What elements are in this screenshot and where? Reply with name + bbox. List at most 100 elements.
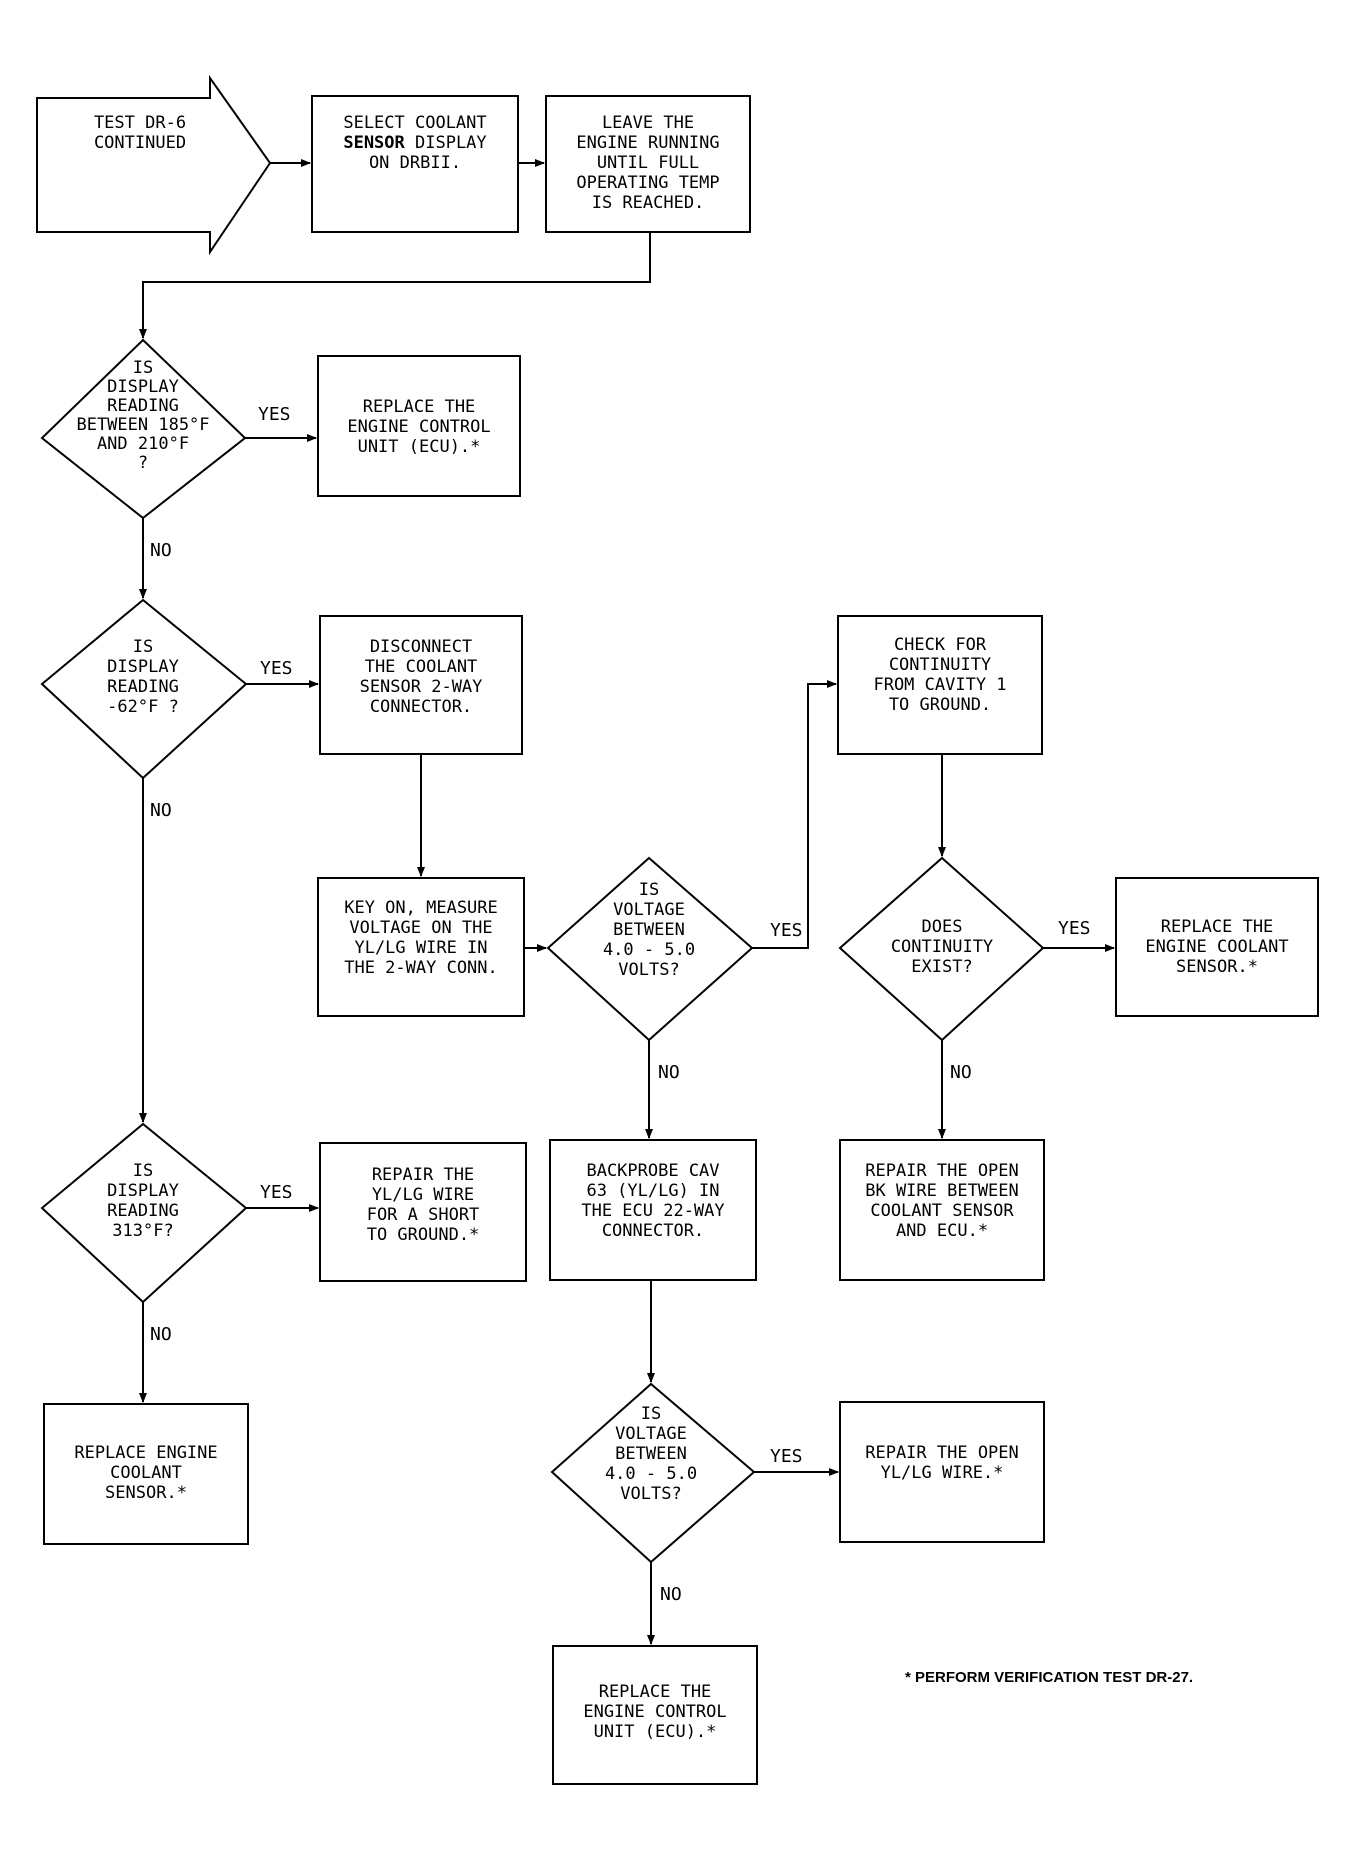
no-label-313: NO <box>150 1324 172 1345</box>
label-line: IS <box>641 1404 661 1424</box>
label-line: THE COOLANT <box>365 657 478 677</box>
yes-label-voltage-2: YES <box>770 1446 803 1467</box>
label-line: SENSOR DISPLAY <box>343 133 486 153</box>
label-line: COOLANT <box>110 1463 182 1483</box>
label-line: IS <box>639 880 659 900</box>
label-line: TO GROUND. <box>889 695 991 715</box>
label-line: CONTINUED <box>94 133 186 153</box>
label-line: DISPLAY <box>107 377 179 397</box>
label-line: UNTIL FULL <box>597 153 699 173</box>
label-line: FROM CAVITY 1 <box>873 675 1006 695</box>
label-line: READING <box>107 1201 179 1221</box>
label-line: CONTINUITY <box>889 655 991 675</box>
label-line: TO GROUND.* <box>367 1225 480 1245</box>
label-line: BETWEEN <box>615 1444 687 1464</box>
key-on-box <box>317 877 525 1017</box>
label-line: CONTINUITY <box>891 937 993 957</box>
label-line: DOES <box>922 917 963 937</box>
label-line: VOLTAGE ON THE <box>349 918 492 938</box>
label-line: REPAIR THE <box>372 1165 474 1185</box>
label-line: UNIT (ECU).* <box>358 437 481 457</box>
label-line: SENSOR.* <box>105 1483 187 1503</box>
label-line: THE 2-WAY CONN. <box>344 958 498 978</box>
label-line: VOLTS? <box>618 960 679 980</box>
leave-running-box <box>545 95 751 233</box>
footnote: * PERFORM VERIFICATION TEST DR-27. <box>905 1669 1193 1686</box>
label-line: YL/LG WIRE IN <box>354 938 487 958</box>
label-line: TEST DR-6 <box>94 113 186 133</box>
label-line: BETWEEN 185°F <box>76 415 209 435</box>
yes-label-185: YES <box>258 404 291 425</box>
label-line: IS <box>133 1161 153 1181</box>
yes-label-313: YES <box>260 1182 293 1203</box>
label-line: REPLACE ENGINE <box>74 1443 217 1463</box>
label-line: REPAIR THE OPEN <box>865 1443 1019 1463</box>
no-label-voltage-2: NO <box>660 1584 682 1605</box>
label-line: LEAVE THE <box>602 113 694 133</box>
no-label-minus62: NO <box>150 800 172 821</box>
repair-bk-box <box>839 1139 1045 1281</box>
disconnect-box <box>319 615 523 755</box>
check-continuity-box <box>837 615 1043 755</box>
label-line: DISCONNECT <box>370 637 472 657</box>
repair-yl-box <box>839 1401 1045 1543</box>
label-line: OPERATING TEMP <box>576 173 719 193</box>
label-line: ? <box>138 453 148 473</box>
replace-ecu-box-2 <box>552 1645 758 1785</box>
label-line: CHECK FOR <box>894 635 987 655</box>
replace-sensor-box-1 <box>1115 877 1319 1017</box>
replace-sensor-box-2 <box>43 1403 249 1545</box>
label-line: ENGINE RUNNING <box>576 133 719 153</box>
label-line: CONNECTOR. <box>602 1221 704 1241</box>
label-line: BK WIRE BETWEEN <box>865 1181 1019 1201</box>
label-line: SENSOR.* <box>1176 957 1258 977</box>
replace-ecu-box-1 <box>317 355 521 497</box>
label-line: VOLTAGE <box>613 900 685 920</box>
label-line: 4.0 - 5.0 <box>603 940 695 960</box>
backprobe-box <box>549 1139 757 1281</box>
label-line: YL/LG WIRE <box>372 1185 474 1205</box>
label-line: VOLTS? <box>620 1484 681 1504</box>
label-line: BETWEEN <box>613 920 685 940</box>
label-line: DISPLAY <box>107 657 179 677</box>
label-line: READING <box>107 396 179 416</box>
yes-label-continuity: YES <box>1058 918 1091 939</box>
label-line: IS <box>133 637 153 657</box>
label-line: DISPLAY <box>107 1181 179 1201</box>
label-line: EXIST? <box>911 957 972 977</box>
label-line: THE ECU 22-WAY <box>581 1201 724 1221</box>
label-line: REPLACE THE <box>1161 917 1274 937</box>
connectors <box>139 159 1115 1645</box>
no-label-185: NO <box>150 540 172 561</box>
label-line: 63 (YL/LG) IN <box>586 1181 719 1201</box>
label-line: ENGINE CONTROL <box>583 1702 726 1722</box>
label-line: IS REACHED. <box>592 193 705 213</box>
label-line: AND ECU.* <box>896 1221 988 1241</box>
label-line: VOLTAGE <box>615 1424 687 1444</box>
label-line: UNIT (ECU).* <box>594 1722 717 1742</box>
label-line: AND 210°F <box>97 434 189 454</box>
no-label-voltage-1: NO <box>658 1062 680 1083</box>
label-line: KEY ON, MEASURE <box>344 898 498 918</box>
label-line: 313°F? <box>112 1221 173 1241</box>
label-line: BACKPROBE CAV <box>586 1161 719 1181</box>
start-arrow-shape <box>36 74 272 256</box>
repair-short-box <box>319 1142 527 1282</box>
no-label-continuity: NO <box>950 1062 972 1083</box>
label-line: IS <box>133 358 153 378</box>
